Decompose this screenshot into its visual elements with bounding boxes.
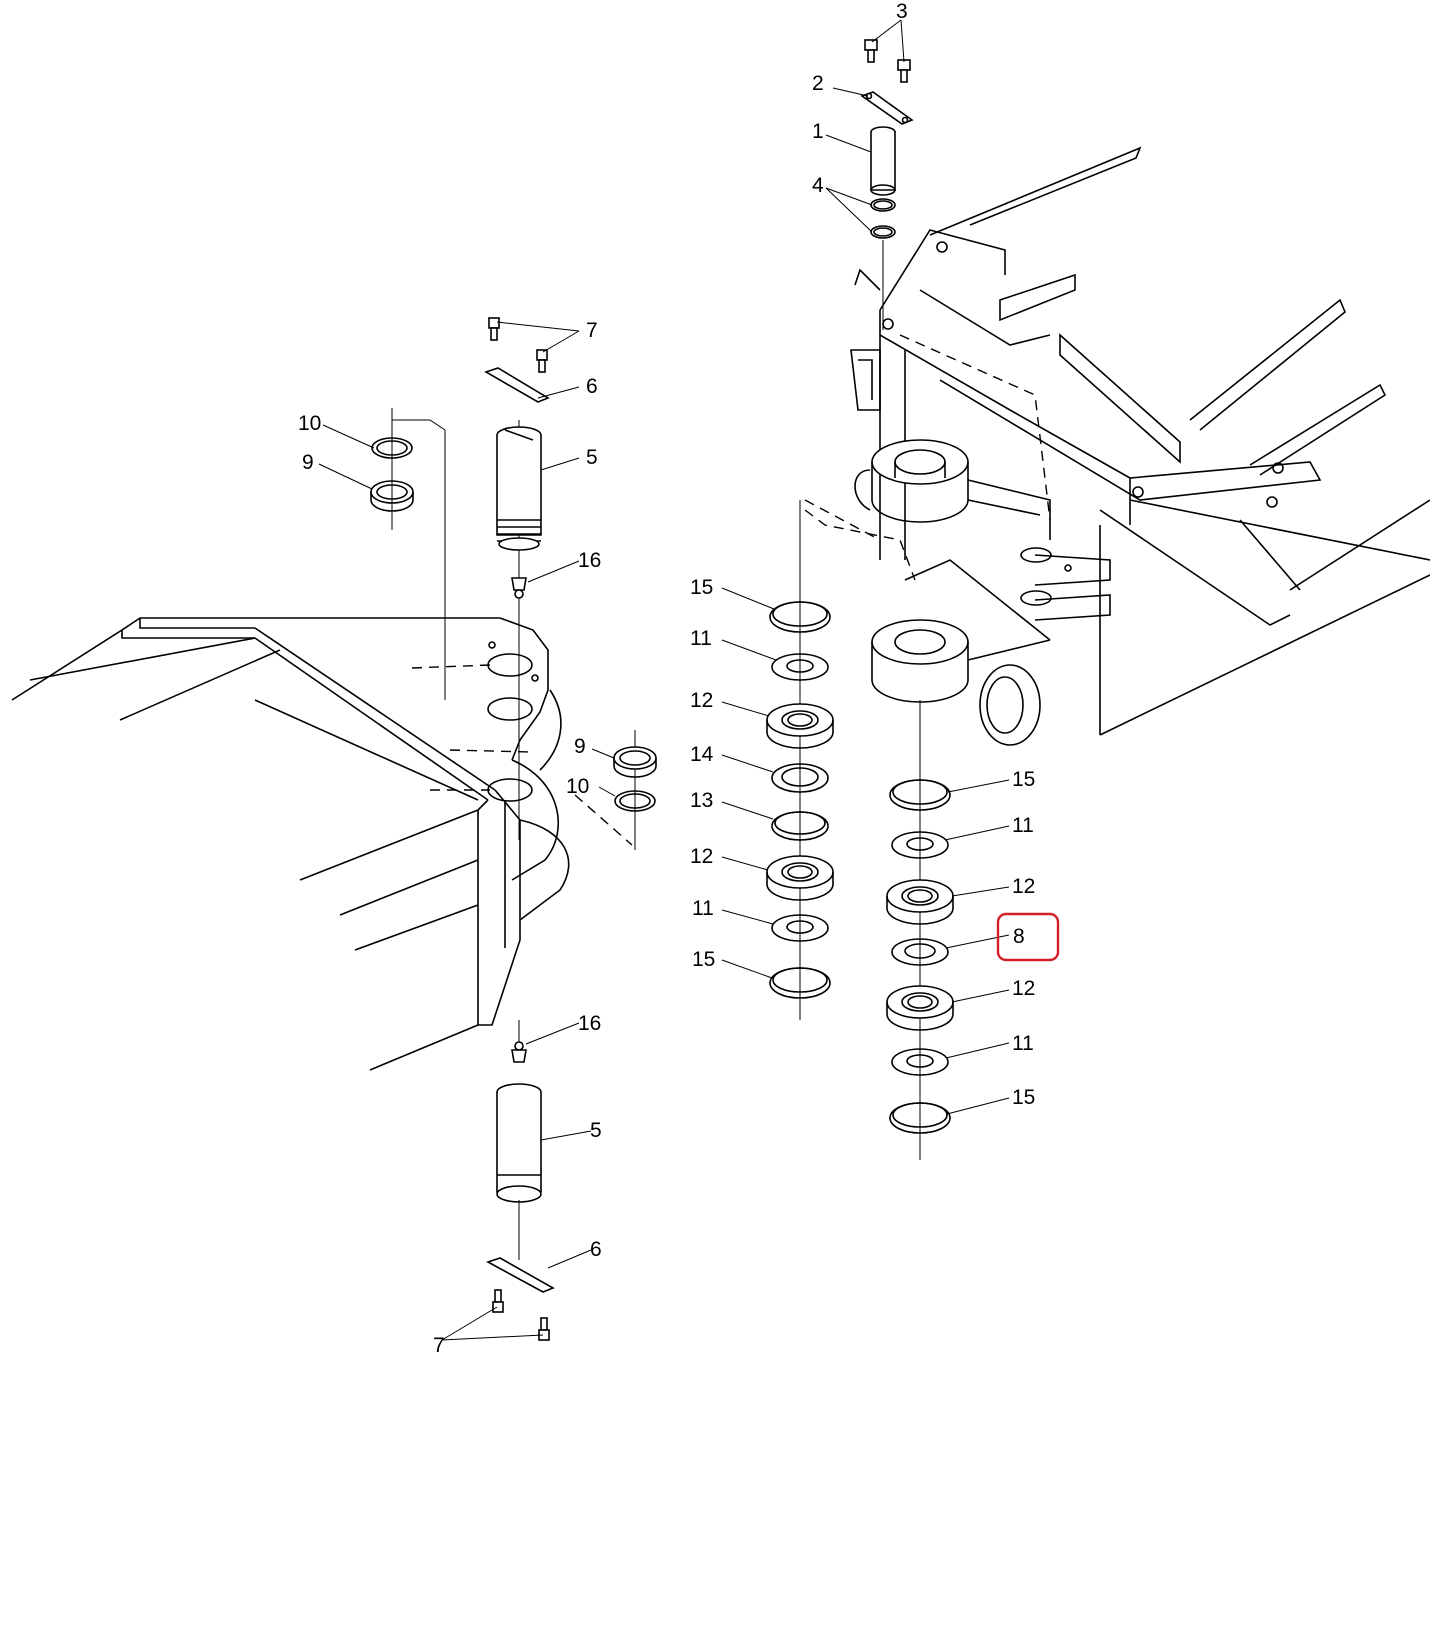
lock-plate-icon: [486, 1257, 555, 1293]
washer-stack-right: [886, 700, 954, 1160]
leader-lines: [318, 19, 1010, 1341]
callout-12-left-bottom: 12: [690, 845, 713, 868]
callout-16-lower: 16: [578, 1012, 601, 1035]
bolt-icon: [897, 59, 911, 83]
pin-icon: [496, 426, 542, 551]
bolt-icon: [536, 349, 548, 373]
bracket-upper-left: [391, 408, 446, 700]
callout-11-left-top: 11: [690, 627, 712, 650]
callout-15-right-bottom: 15: [1012, 1086, 1035, 1109]
callout-11-right-bottom: 11: [1012, 1032, 1034, 1055]
callouts: 3 2 1 4 7 6 5 16 10 9 9 10 16 5 6 7 15 1…: [298, 0, 1035, 1357]
callout-14: 14: [690, 743, 714, 766]
callout-3: 3: [896, 0, 908, 23]
right-boom-frame: [804, 146, 1430, 746]
grease-nipple-icon: [511, 1041, 527, 1063]
callout-13: 13: [690, 789, 713, 812]
callout-2: 2: [812, 72, 824, 95]
callout-15-left-bottom: 15: [692, 948, 715, 971]
upper-pin-assembly: [484, 317, 550, 599]
lock-plate-icon: [484, 367, 550, 403]
callout-12-right-top: 12: [1012, 875, 1035, 898]
callout-8: 8: [1013, 925, 1025, 948]
callout-9-lower: 9: [574, 735, 586, 758]
left-boom-body: [11, 420, 633, 1071]
callout-9-upper: 9: [302, 451, 314, 474]
bolt-icon: [492, 1289, 504, 1313]
callout-5-lower: 5: [590, 1119, 602, 1142]
callout-11-right-top: 11: [1012, 814, 1034, 837]
callout-10-upper: 10: [298, 412, 321, 435]
top-pin-assembly: [860, 39, 914, 330]
bushing-set-upper-left: [370, 420, 414, 530]
grease-nipple-icon: [511, 577, 527, 599]
callout-11-left-bottom: 11: [692, 897, 714, 920]
bolt-icon: [864, 39, 878, 63]
pin-icon: [870, 126, 896, 196]
callout-16-upper: 16: [578, 549, 601, 572]
callout-4: 4: [812, 174, 824, 197]
lower-pin-assembly: [486, 1041, 555, 1341]
callout-6-upper: 6: [586, 375, 598, 398]
bolt-icon: [488, 317, 500, 341]
callout-7-upper: 7: [586, 319, 598, 342]
callout-12-left-top: 12: [690, 689, 713, 712]
callout-8-highlight-box[interactable]: [996, 912, 1060, 962]
bushing-set-lower-right: [613, 746, 657, 812]
bolt-icon: [538, 1317, 550, 1341]
callout-15-right-top: 15: [1012, 768, 1035, 791]
callout-15-left-top: 15: [690, 576, 713, 599]
callout-5-upper: 5: [586, 446, 598, 469]
callout-1: 1: [812, 120, 824, 143]
pin-icon: [496, 1083, 542, 1203]
lock-plate-icon: [860, 91, 914, 125]
callout-7-lower: 7: [433, 1334, 445, 1357]
callout-6-lower: 6: [590, 1238, 602, 1261]
callout-12-right-bottom: 12: [1012, 977, 1035, 1000]
washer-stack-left: [766, 499, 881, 1020]
callout-10-lower: 10: [566, 775, 589, 798]
